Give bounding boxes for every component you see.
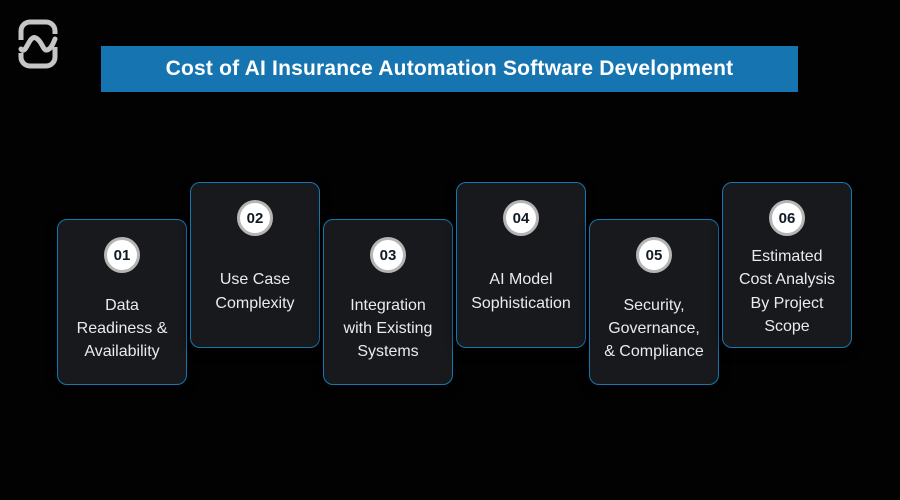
page-title: Cost of AI Insurance Automation Software… [165, 57, 734, 80]
step-number: 04 [512, 209, 530, 227]
step-number: 02 [246, 209, 264, 227]
step-card-security-governance: 05 Security, Governance, & Compliance [589, 219, 719, 385]
step-number: 01 [113, 246, 131, 264]
step-card-integration: 03 Integration with Existing Systems [323, 219, 453, 385]
step-number: 05 [645, 246, 663, 264]
step-number-badge: 03 [370, 237, 406, 273]
step-label: Security, Governance, & Compliance [604, 296, 704, 361]
step-number: 06 [778, 209, 796, 227]
step-number-badge: 06 [769, 200, 805, 236]
step-label: Data Readiness & Availability [76, 296, 168, 361]
step-label: AI Model Sophistication [471, 271, 571, 312]
step-card-data-readiness: 01 Data Readiness & Availability [57, 219, 187, 385]
title-banner: Cost of AI Insurance Automation Software… [101, 46, 798, 92]
step-card-ai-model-sophistication: 04 AI Model Sophistication [456, 182, 586, 348]
step-number-badge: 05 [636, 237, 672, 273]
step-number-badge: 02 [237, 200, 273, 236]
step-number: 03 [379, 246, 397, 264]
n-wave-logo-icon [18, 19, 58, 69]
step-label: Use Case Complexity [215, 271, 295, 312]
step-label: Integration with Existing Systems [343, 296, 433, 361]
step-number-badge: 04 [503, 200, 539, 236]
step-label: Estimated Cost Analysis By Project Scope [738, 248, 836, 335]
step-card-use-case-complexity: 02 Use Case Complexity [190, 182, 320, 348]
step-number-badge: 01 [104, 237, 140, 273]
step-card-estimated-cost: 06 Estimated Cost Analysis By Project Sc… [722, 182, 852, 348]
steps-row: 01 Data Readiness & Availability 02 Use … [57, 182, 852, 385]
